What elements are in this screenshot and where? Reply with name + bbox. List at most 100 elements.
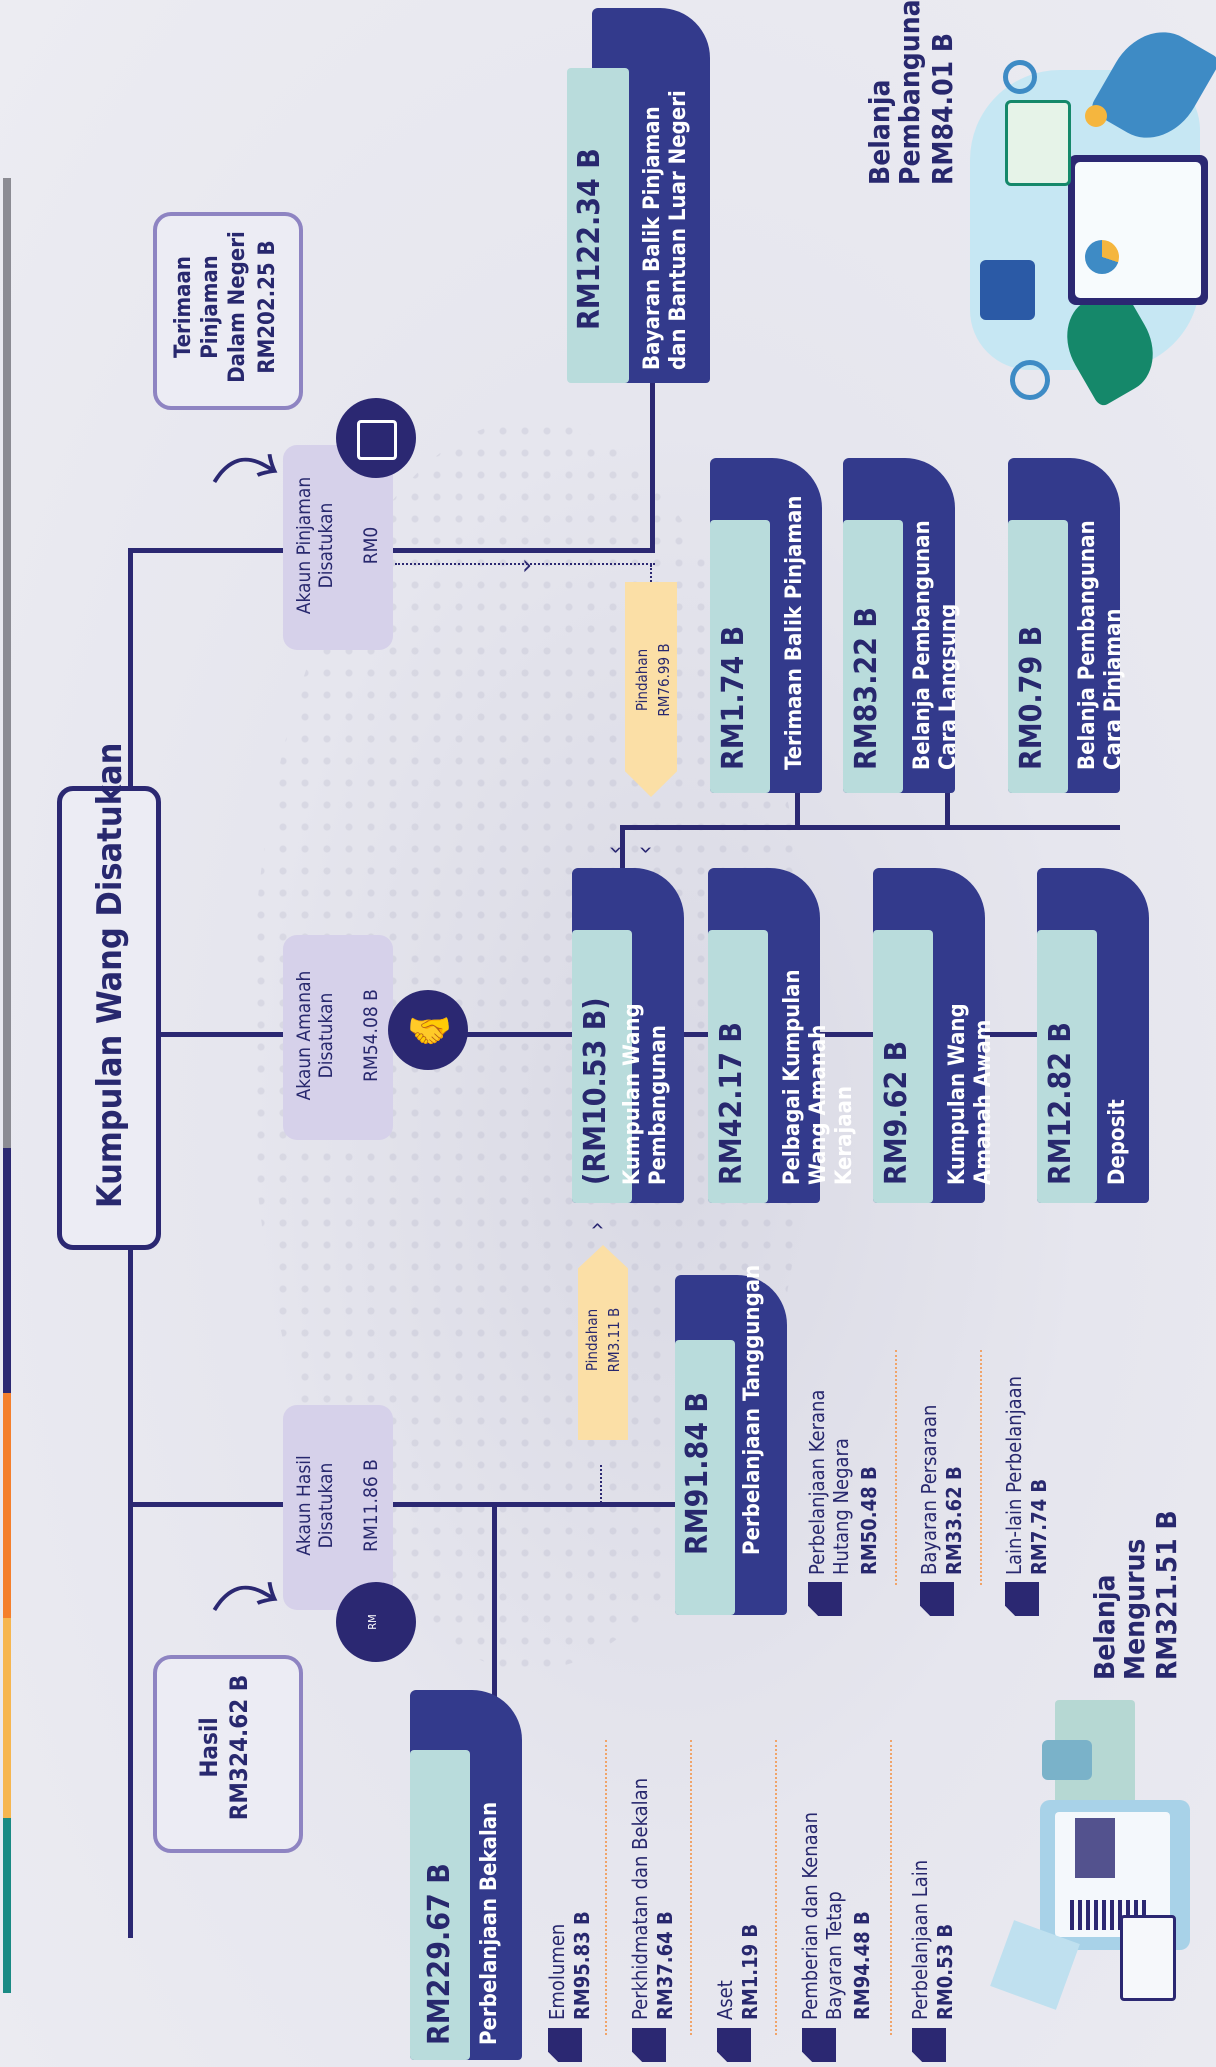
list-bullet <box>717 2028 751 2062</box>
connector <box>650 360 655 553</box>
bekalan-item-value: RM94.48 B <box>850 1911 874 2020</box>
connector <box>390 548 655 553</box>
bekalan-item-value: RM1.19 B <box>738 1923 762 2020</box>
dotted-connector <box>395 563 655 565</box>
coin-hand-icon <box>336 1582 416 1662</box>
amanah-card-label: Pelbagai Kumpulan Wang Amanah Kerajaan <box>780 969 857 1185</box>
amanah-card-value: (RM10.53 B) <box>578 997 613 1185</box>
connector <box>128 548 283 553</box>
tanggungan-card-front <box>675 1340 735 1615</box>
pindahan-1-label: Pindahan <box>583 1308 601 1372</box>
dotted-connector <box>600 1465 602 1503</box>
tanggungan-item-value: RM50.48 B <box>857 1466 881 1575</box>
hasil-box <box>153 1655 303 1853</box>
bekalan-item-label: Aset <box>713 1980 737 2020</box>
bayaran-card-front <box>567 68 629 383</box>
pindahan-2 <box>625 582 677 797</box>
akaun-hasil-value: RM11.86 B <box>360 1459 382 1552</box>
tanggungan-item-label: Lain-lain Perbelanjaan <box>1002 1375 1026 1575</box>
list-bullet <box>802 2028 836 2062</box>
bayaran-label: Bayaran Balik Pinjaman dan Bantuan Luar … <box>640 90 691 370</box>
bekalan-item-label: Perkhidmatan dan Bekalan <box>628 1777 652 2020</box>
akaun-amanah-value: RM54.08 B <box>360 989 382 1082</box>
pindahan-2-value: RM76.99 B <box>655 643 673 717</box>
bekalan-item-label: Pemberian dan Kenaan Bayaran Tetap <box>798 1811 846 2020</box>
pembangunan-card-label: Belanja Pembangunan Cara Pinjaman <box>1075 520 1126 770</box>
list-bullet <box>912 2028 946 2062</box>
handshake-icon <box>388 990 468 1070</box>
connector <box>945 790 950 830</box>
list-bullet <box>808 1582 842 1616</box>
bekalan-item-value: RM95.83 B <box>570 1911 594 2020</box>
chart-doc-glyph <box>357 420 397 460</box>
chevron-down-icon: › <box>632 845 661 855</box>
dashboard-illustration <box>960 10 1216 409</box>
bayaran-value: RM122.34 B <box>572 148 607 330</box>
tanggungan-item-value: RM33.62 B <box>942 1466 966 1575</box>
belanja-mengurus-value: RM321.51 B <box>1150 1510 1183 1680</box>
belanja-pembangunan-label: Belanja Pembangunan <box>863 0 926 185</box>
divider <box>690 1740 692 2035</box>
computer-illustration <box>990 1700 1190 2010</box>
pembangunan-card-front <box>1008 520 1068 793</box>
belanja-pembangunan-value: RM84.01 B <box>926 32 959 185</box>
amanah-card-label: Deposit <box>1105 1099 1130 1185</box>
bekalan-item-label: Perbelanjaan Lain <box>908 1859 932 2020</box>
list-bullet <box>632 2028 666 2062</box>
akaun-pinjaman-label: Akaun Pinjaman Disatukan <box>293 476 337 615</box>
title: Kumpulan Wang Disatukan <box>90 742 130 1208</box>
tanggungan-value: RM91.84 B <box>680 1392 715 1555</box>
chevron-down-icon: › <box>602 845 631 855</box>
amanah-card-front <box>1037 930 1097 1203</box>
bekalan-item-label: Emolumen <box>545 1923 569 2020</box>
handshake-glyph: 🤝 <box>407 1011 452 1052</box>
tanggungan-item-label: Bayaran Persaraan <box>917 1404 941 1575</box>
terimaan-value: RM202.25 B <box>255 240 280 374</box>
tanggungan-item-label: Perbelanjaan Kerana Hutang Negara <box>805 1389 853 1575</box>
connector <box>795 790 800 830</box>
pembangunan-card-value: RM0.79 B <box>1014 625 1049 770</box>
connector <box>390 1502 680 1507</box>
amanah-card-front <box>572 930 632 1203</box>
document-icon <box>336 398 416 478</box>
list-bullet <box>548 2028 582 2062</box>
akaun-hasil-pill <box>283 1405 393 1610</box>
pembangunan-card-value: RM83.22 B <box>849 607 884 770</box>
pembangunan-card-front <box>843 520 903 793</box>
bekalan-value: RM229.67 B <box>422 1863 457 2045</box>
chevron-up-icon: › <box>582 1221 611 1231</box>
terimaan-label: Terimaan Pinjaman Dalam Negeri <box>171 231 250 383</box>
divider <box>775 1740 777 2035</box>
belanja-mengurus-label: Belanja Mengurus <box>1088 1538 1151 1680</box>
bekalan-card-front <box>410 1750 470 2060</box>
akaun-amanah-pill <box>283 935 393 1140</box>
tanggungan-item-value: RM7.74 B <box>1027 1478 1051 1575</box>
title-box <box>57 786 161 1250</box>
amanah-card-label: Kumpulan Wang Amanah Awam <box>945 1003 996 1185</box>
left-color-strip <box>3 178 11 1993</box>
connector <box>128 1502 283 1507</box>
curved-arrow-icon: ⤵ <box>208 1560 293 1642</box>
amanah-card-value: RM9.62 B <box>879 1040 914 1185</box>
bekalan-label: Perbelanjaan Bekalan <box>477 1801 502 2045</box>
pembangunan-card-front <box>710 520 770 793</box>
pembangunan-card-label: Terimaan Balik Pinjaman <box>782 495 807 770</box>
tanggungan-label: Perbelanjaan Tanggungan <box>740 1264 765 1555</box>
bekalan-item-value: RM37.64 B <box>653 1911 677 2020</box>
pembangunan-card-label: Belanja Pembangunan Cara Langsung <box>910 520 961 770</box>
connector <box>620 825 625 885</box>
pindahan-1-value: RM3.11 B <box>605 1307 623 1373</box>
divider <box>890 1740 892 2035</box>
amanah-card-value: RM12.82 B <box>1043 1022 1078 1185</box>
akaun-amanah-label: Akaun Amanah Disatukan <box>293 970 337 1101</box>
amanah-card-front <box>873 930 933 1203</box>
divider <box>895 1350 897 1585</box>
connector <box>620 825 1120 830</box>
list-bullet <box>1005 1582 1039 1616</box>
divider <box>605 1740 607 2035</box>
divider <box>980 1350 982 1585</box>
akaun-pinjaman-value: RM0 <box>360 526 382 565</box>
chevron-right-icon: › <box>522 548 533 581</box>
pembangunan-card-value: RM1.74 B <box>716 625 751 770</box>
